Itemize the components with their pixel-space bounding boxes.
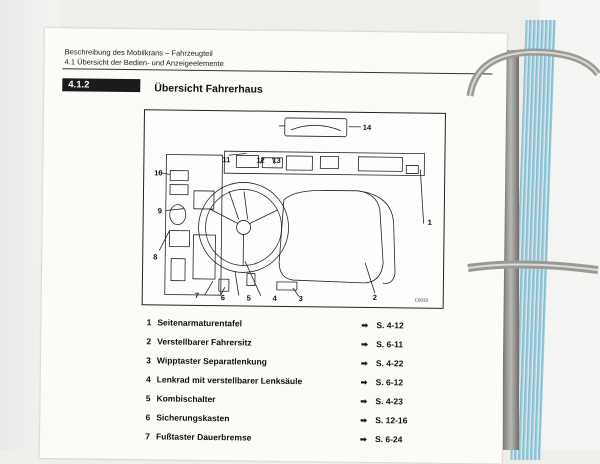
figure-code: C0033 <box>415 298 428 303</box>
arrow-right-icon: ➡ <box>360 435 367 444</box>
manual-page: Beschreibung des Mobilkrans – Fahrzeugte… <box>40 28 507 464</box>
callout-14: 14 <box>363 123 371 132</box>
callout-11: 11 <box>222 155 230 164</box>
arrow-right-icon: ➡ <box>361 340 368 349</box>
legend-text: Wipptaster Separatlenkung <box>157 355 267 366</box>
callout-13: 13 <box>272 156 280 165</box>
callout-10: 10 <box>154 168 162 177</box>
legend-number: 6 <box>140 412 150 422</box>
arrow-right-icon: ➡ <box>361 378 368 387</box>
header-subchapter: 4.1 Übersicht der Bedien- und Anzeigeele… <box>65 57 224 68</box>
legend-page-ref: S. 4-23 <box>375 396 403 406</box>
callout-3: 3 <box>299 294 303 303</box>
legend-page-ref: S. 6-24 <box>375 434 403 444</box>
legend-page-ref: S. 12-16 <box>375 415 407 425</box>
header-chapter: Beschreibung des Mobilkrans – Fahrzeugte… <box>65 47 213 58</box>
callout-2: 2 <box>373 293 377 302</box>
legend-page-ref: S. 6-12 <box>376 377 404 387</box>
legend-number: 7 <box>140 431 150 441</box>
callout-1: 1 <box>428 218 432 227</box>
arrow-right-icon: ➡ <box>360 397 367 406</box>
legend-number: 5 <box>140 393 150 403</box>
legend-page-ref: S. 4-22 <box>376 358 404 368</box>
section-number: 4.1.2 <box>62 78 140 92</box>
legend-item: 5 Kombischalter ➡ S. 4-23 <box>140 393 470 411</box>
callout-12: 12 <box>256 156 264 165</box>
legend-number: 1 <box>141 317 151 327</box>
legend-number: 3 <box>141 355 151 365</box>
arrow-right-icon: ➡ <box>360 416 367 425</box>
arrow-right-icon: ➡ <box>361 321 368 330</box>
legend-text: Kombischalter <box>156 393 215 404</box>
legend-text: Lenkrad mit verstellbarer Lenksäule <box>157 374 303 386</box>
legend-item: 4 Lenkrad mit verstellbarer Lenksäule ➡ … <box>141 374 471 392</box>
cab-overview-figure: 1 2 3 4 5 6 7 8 9 10 11 12 13 14 C0033 <box>142 109 446 309</box>
callout-9: 9 <box>158 206 162 215</box>
legend-item: 1 Seitenarmaturentafel ➡ S. 4-12 <box>141 317 471 335</box>
callout-7: 7 <box>195 291 199 300</box>
binder-ring-top <box>462 44 600 104</box>
legend-text: Seitenarmaturentafel <box>157 317 242 328</box>
legend-text: Verstellbarer Fahrersitz <box>157 336 252 347</box>
legend-text: Sicherungskasten <box>156 412 229 423</box>
callout-6: 6 <box>221 293 225 302</box>
legend-item: 7 Fußtaster Dauerbremse ➡ S. 6-24 <box>140 431 470 449</box>
legend-number: 4 <box>141 374 151 384</box>
legend-number: 2 <box>141 336 151 346</box>
legend-item: 2 Verstellbarer Fahrersitz ➡ S. 6-11 <box>141 336 471 354</box>
binder-ring-bottom <box>462 252 600 286</box>
callout-5: 5 <box>247 293 251 302</box>
legend-text: Fußtaster Dauerbremse <box>156 431 252 442</box>
arrow-right-icon: ➡ <box>361 359 368 368</box>
legend-page-ref: S. 6-11 <box>376 339 403 349</box>
callout-8: 8 <box>153 252 157 261</box>
section-title: Übersicht Fahrerhaus <box>154 82 263 95</box>
header-rule <box>62 68 492 74</box>
legend-item: 6 Sicherungskasten ➡ S. 12-16 <box>140 412 470 430</box>
callout-4: 4 <box>273 294 277 303</box>
legend-item: 3 Wipptaster Separatlenkung ➡ S. 4-22 <box>141 355 471 373</box>
legend-page-ref: S. 4-12 <box>376 320 404 330</box>
cab-drawing <box>143 110 445 308</box>
